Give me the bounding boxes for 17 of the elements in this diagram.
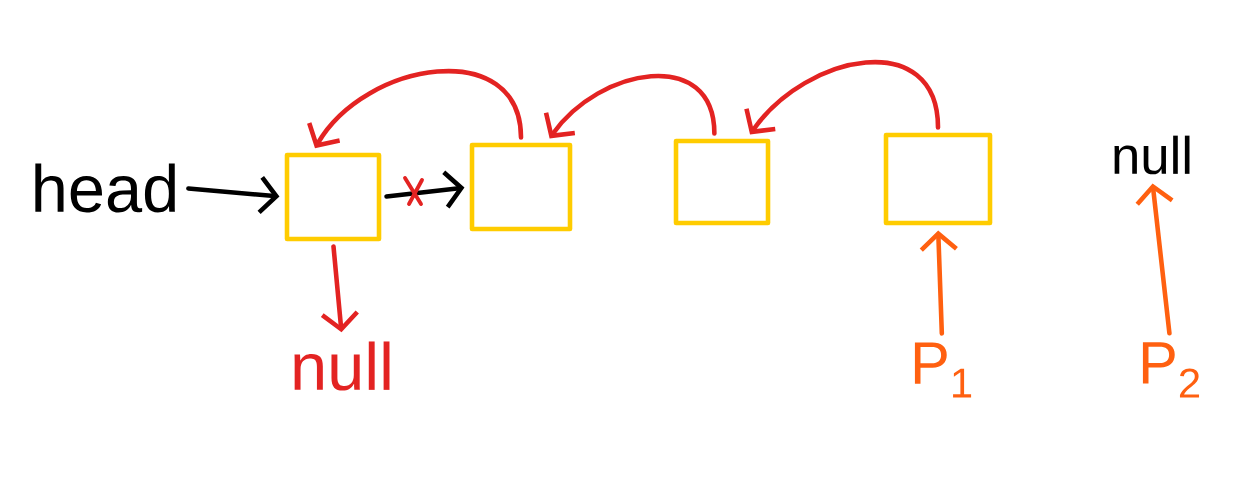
text-label: null [1114, 135, 1190, 175]
text-label: null [294, 341, 390, 391]
arrow [1135, 183, 1174, 336]
curved-arrow [307, 69, 524, 149]
arrow [186, 176, 280, 215]
curved-arrow [744, 60, 941, 135]
curved-arrow [543, 73, 717, 139]
list-node-box [284, 152, 382, 242]
list-node-box [469, 142, 573, 232]
list-node-box [673, 138, 771, 226]
arrow [919, 230, 958, 336]
arrow [384, 170, 465, 209]
text-label: P$_{1}$ [914, 342, 972, 398]
text-label: head [35, 163, 175, 213]
list-node-box [883, 132, 993, 226]
text-label: P$_{2}$ [1142, 342, 1200, 398]
arrow [320, 244, 359, 333]
